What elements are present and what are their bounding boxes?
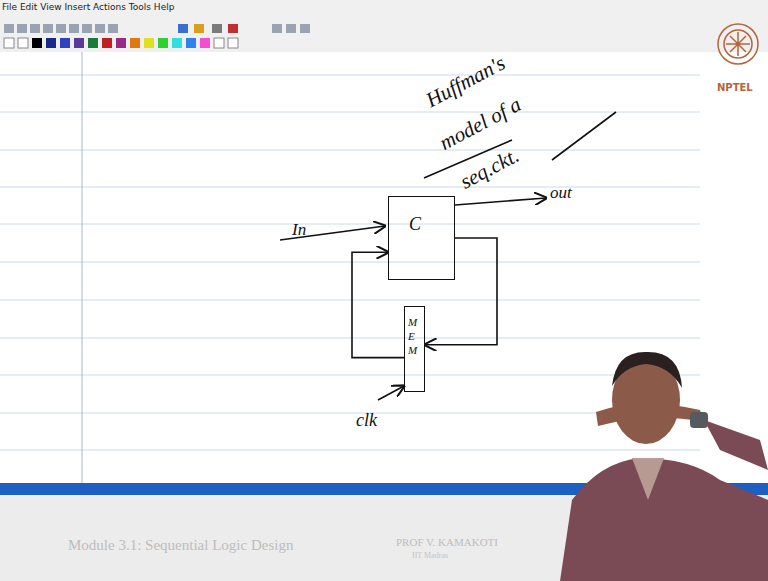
clock-arrow: [378, 386, 404, 400]
block-label: C: [409, 213, 454, 235]
toolbar: [0, 0, 768, 52]
institute-name: IIT Madras: [412, 551, 448, 560]
menu-bar: File Edit View Insert Actions Tools Help: [2, 2, 174, 12]
toolbar-icons: [4, 24, 310, 33]
signal-name: clk: [356, 410, 377, 431]
ruled-lines: [0, 75, 700, 450]
output-arrow: [455, 198, 546, 205]
combinational-block: C: [388, 196, 455, 280]
module-caption: Module 3.1: Sequential Logic Design: [68, 537, 293, 554]
signal-name: out: [550, 183, 572, 203]
feedback-wire: [352, 252, 404, 357]
block-label: MEM: [408, 315, 420, 357]
nptel-logo: [718, 24, 758, 64]
feedback-wire: [425, 238, 497, 345]
signal-name: In: [292, 220, 306, 240]
margin-line: [82, 52, 83, 483]
memory-block: MEM: [404, 306, 425, 392]
title-underline: [552, 112, 616, 160]
presenter: [560, 352, 768, 581]
presenter-name: PROF V. KAMAKOTI: [396, 536, 498, 548]
logo-text: NPTEL: [717, 82, 753, 93]
color-palette: [4, 38, 238, 48]
